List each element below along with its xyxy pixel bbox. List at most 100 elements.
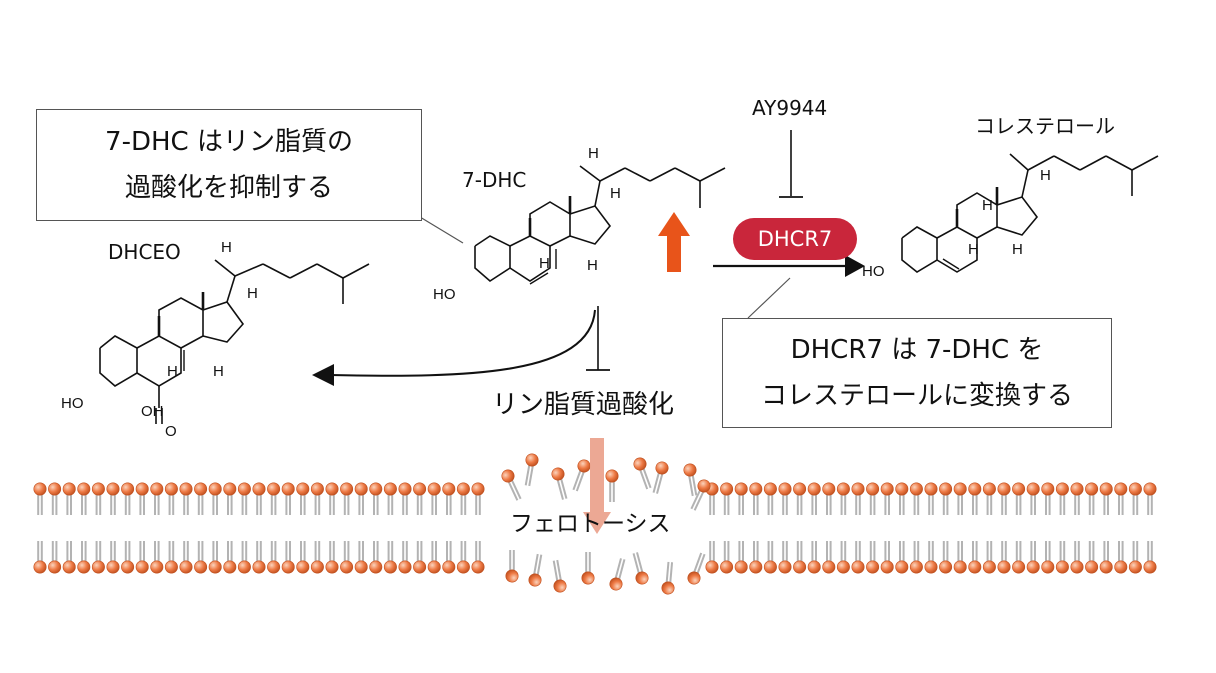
dhceo-label: DHCEO (108, 240, 181, 264)
phospholipid (836, 541, 850, 574)
phospholipid (501, 469, 522, 501)
phospholipid (267, 482, 281, 515)
phospholipid (179, 541, 193, 574)
phospholipid (223, 482, 237, 515)
phospholipid (369, 482, 383, 515)
phospholipid (179, 482, 193, 515)
phospholipid (683, 463, 698, 497)
phospholipid (1114, 482, 1128, 515)
phospholipid (953, 482, 967, 515)
phospholipid (354, 541, 368, 574)
phospholipid (427, 482, 441, 515)
phospholipid (237, 541, 251, 574)
phospholipid (661, 561, 675, 595)
7-dhc-atom-h2: H (610, 185, 621, 202)
phospholipid (77, 482, 91, 515)
phospholipid (807, 482, 821, 515)
phospholipid (456, 482, 470, 515)
phospholipid (968, 541, 982, 574)
phospholipid (924, 482, 938, 515)
peroxidation-label: リン脂質過酸化 (492, 390, 675, 420)
phospholipid (442, 482, 456, 515)
phospholipid (33, 482, 47, 515)
phospholipid (150, 482, 164, 515)
phospholipid (609, 558, 626, 591)
phospholipid (652, 461, 669, 494)
phospholipid (369, 541, 383, 574)
dhceo-atom-oh: OH (141, 403, 164, 420)
phospholipid (690, 479, 711, 511)
right-callout-line-2: コレステロールに変換する (760, 381, 1073, 411)
phospholipid (1070, 482, 1084, 515)
right-callout-line-1: DHCR7 は 7-DHC を (790, 335, 1044, 365)
phospholipid (982, 482, 996, 515)
phospholipid (325, 541, 339, 574)
phospholipid (442, 541, 456, 574)
phospholipid (121, 541, 135, 574)
phospholipid (237, 482, 251, 515)
phospholipid (296, 541, 310, 574)
phospholipid (340, 482, 354, 515)
phospholipid (720, 541, 734, 574)
phospholipid (1143, 482, 1157, 515)
phospholipid (310, 482, 324, 515)
peroxidation-down-arrow (583, 438, 611, 534)
phospholipid (1114, 541, 1128, 574)
7-dhc-atom-h3: H (539, 255, 550, 272)
phospholipid (296, 482, 310, 515)
left-callout: 7-DHC はリン脂質の 過酸化を抑制する (36, 109, 422, 221)
phospholipid (310, 541, 324, 574)
phospholipid (398, 482, 412, 515)
phospholipid (851, 541, 865, 574)
phospholipid (687, 552, 706, 585)
phospholipid (982, 541, 996, 574)
phospholipid (939, 541, 953, 574)
phospholipid (150, 541, 164, 574)
cholesterol-structure: H H H H HO (862, 153, 1159, 280)
phospholipid (413, 541, 427, 574)
phospholipid (1012, 482, 1026, 515)
7-dhc-atom-ho: HO (433, 286, 456, 303)
phospholipid (106, 541, 120, 574)
phospholipid (456, 541, 470, 574)
phospholipid (135, 482, 149, 515)
phospholipid (208, 541, 222, 574)
phospholipid (997, 482, 1011, 515)
phospholipid (968, 482, 982, 515)
conversion-arrowhead (845, 255, 865, 277)
phospholipid (135, 541, 149, 574)
cholesterol-atom-ho: HO (862, 263, 885, 280)
phospholipid (354, 482, 368, 515)
phospholipid (1012, 541, 1026, 574)
dhceo-atom-h2: H (247, 285, 258, 302)
phospholipid (48, 541, 62, 574)
ay9944-label: AY9944 (752, 96, 828, 120)
phospholipid (1055, 482, 1069, 515)
phospholipid (77, 541, 91, 574)
phospholipid (822, 541, 836, 574)
phospholipid (267, 541, 281, 574)
phospholipid (572, 459, 591, 492)
phospholipid (427, 541, 441, 574)
phospholipid (807, 541, 821, 574)
phospholipid (1099, 482, 1113, 515)
phospholipid (505, 550, 519, 583)
membrane-left (33, 482, 485, 574)
phospholipid (605, 469, 619, 502)
phospholipid (106, 482, 120, 515)
phospholipid (720, 482, 734, 515)
phospholipid (1085, 541, 1099, 574)
left-callout-line-2: 過酸化を抑制する (124, 173, 333, 203)
phospholipid (551, 467, 568, 500)
cholesterol-atom-h3: H (968, 241, 979, 258)
cholesterol-atom-h1: H (1040, 167, 1051, 184)
right-callout: DHCR7 は 7-DHC を コレステロールに変換する (722, 318, 1112, 428)
phospholipid (895, 541, 909, 574)
dhceo-atom-h1: H (221, 239, 232, 256)
phospholipid (252, 541, 266, 574)
phospholipid (778, 482, 792, 515)
phospholipid (1099, 541, 1113, 574)
phospholipid (866, 482, 880, 515)
phospholipid (633, 457, 652, 490)
